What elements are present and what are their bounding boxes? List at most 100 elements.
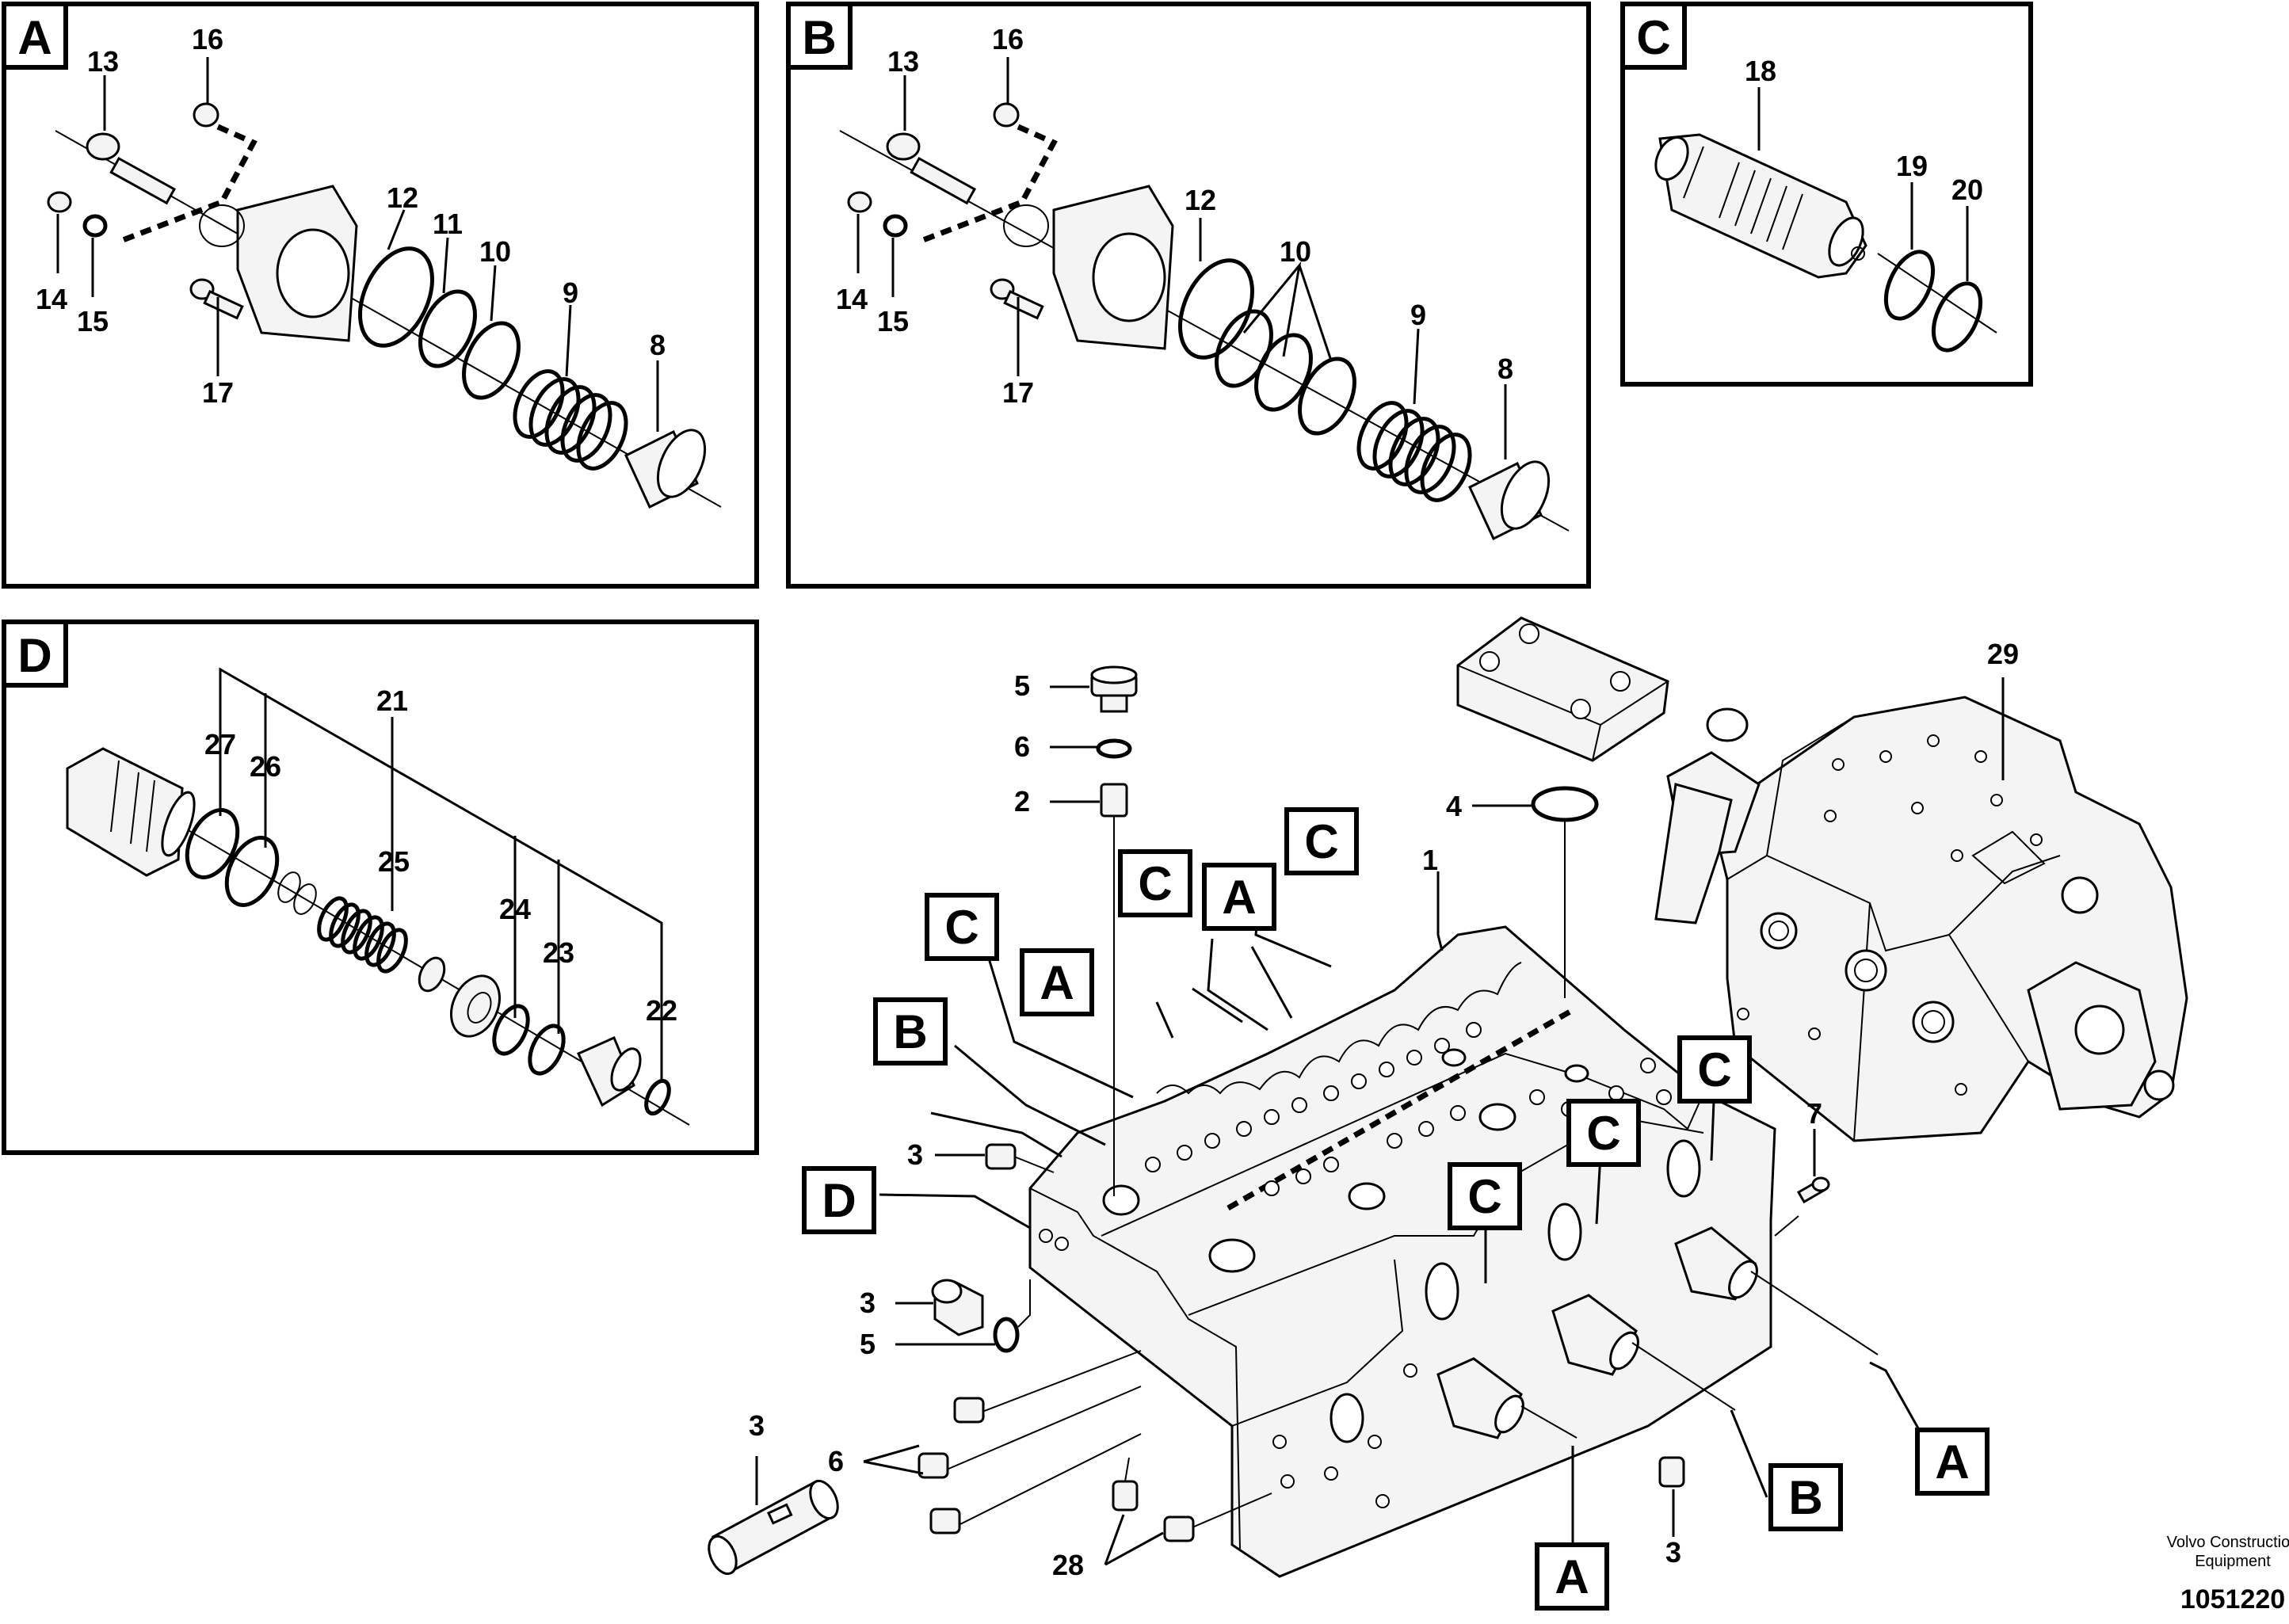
panel-a-frame xyxy=(2,2,759,589)
part-number-label: 20 xyxy=(1951,173,1983,206)
part-number-label: 10 xyxy=(479,235,511,268)
part-number-label: 24 xyxy=(499,893,531,925)
part-number-label: 7 xyxy=(1806,1097,1822,1130)
part-number-label: 3 xyxy=(907,1138,923,1171)
part-number-label: 6 xyxy=(1014,730,1030,763)
part-number-label: 8 xyxy=(1497,353,1513,385)
spring xyxy=(513,369,628,471)
part-number-label: 2 xyxy=(1014,785,1030,818)
callout-box: D xyxy=(802,1166,876,1234)
bolt-head xyxy=(86,132,120,161)
svg-text:A: A xyxy=(1222,871,1256,924)
panel-a: A xyxy=(2,2,759,589)
part-number-label: 14 xyxy=(36,283,67,315)
o-ring xyxy=(418,289,477,368)
svg-text:A: A xyxy=(1555,1550,1589,1603)
part-number-label: 17 xyxy=(1002,376,1034,409)
bolt xyxy=(1796,1176,1830,1204)
svg-text:C: C xyxy=(1697,1043,1731,1096)
part-number-label: 6 xyxy=(828,1445,844,1477)
part-number-label: 27 xyxy=(204,728,236,761)
document-number: 1051220 xyxy=(2180,1584,2285,1614)
panel-c-label: C xyxy=(1636,11,1670,64)
part-number-label: 26 xyxy=(250,750,281,783)
svg-text:C: C xyxy=(1138,857,1172,910)
panel-d-frame xyxy=(2,619,759,1155)
callout-box: C xyxy=(1118,849,1192,917)
svg-text:C: C xyxy=(944,901,979,954)
svg-text:A: A xyxy=(1040,956,1074,1009)
part-number-label: 15 xyxy=(877,305,909,337)
main-valve-assembly: 5 6 2 4 1 29 3 3 5 6 3 28 3 3 7 C C A C xyxy=(708,616,2188,1611)
part-number-label: 9 xyxy=(563,276,578,309)
complete-valve-assembly xyxy=(1654,696,2188,1142)
panel-c-label-box xyxy=(1620,2,1687,70)
svg-text:C: C xyxy=(1304,815,1338,868)
publisher-credit-line2: Equipment xyxy=(2195,1553,2271,1570)
set-screw xyxy=(918,1143,1685,1542)
part-number-label: 17 xyxy=(202,376,234,409)
svg-text:D: D xyxy=(822,1174,856,1227)
panel-c-frame xyxy=(1620,2,2033,387)
panel-b-label: B xyxy=(802,11,836,64)
part-number-label: 10 xyxy=(1280,235,1311,268)
callout-box: A xyxy=(1202,863,1276,931)
callout-box: C xyxy=(925,893,999,961)
svg-text:A: A xyxy=(1935,1435,1969,1489)
sleeve xyxy=(708,1479,839,1576)
part-number-label: 9 xyxy=(1410,299,1426,331)
part-number-label: 11 xyxy=(433,208,463,240)
panel-b-label-box xyxy=(786,2,853,70)
part-number-label: 8 xyxy=(650,329,666,361)
part-number-label: 3 xyxy=(860,1287,876,1319)
part-number-label: 3 xyxy=(1665,1536,1681,1569)
svg-text:C: C xyxy=(1467,1170,1501,1223)
part-number-label: 25 xyxy=(378,845,410,878)
callout-box: B xyxy=(873,997,948,1066)
svg-text:B: B xyxy=(1788,1471,1822,1524)
callout-box: C xyxy=(1448,1162,1522,1230)
callout-box: C xyxy=(1566,1099,1641,1167)
part-number-label: 13 xyxy=(887,45,919,78)
part-number-label: 14 xyxy=(836,283,868,315)
part-number-label: 1 xyxy=(1422,844,1438,876)
panel-c: C 18 19 20 xyxy=(1620,2,2033,387)
part-number-label: 23 xyxy=(543,936,574,969)
part-number-label: 4 xyxy=(1446,790,1462,822)
port-plug xyxy=(1551,1294,1639,1376)
part-number-label: 5 xyxy=(1014,669,1030,702)
part-number-label: 19 xyxy=(1896,150,1928,182)
port-plug xyxy=(1436,1357,1524,1439)
callout-box: B xyxy=(1768,1463,1843,1531)
panel-b: B 13 xyxy=(786,2,1591,589)
part-number-label: 29 xyxy=(1987,638,2019,670)
callout-box: A xyxy=(1020,948,1094,1016)
callout-box: C xyxy=(1677,1035,1752,1104)
bolt-shank xyxy=(109,156,177,205)
callout-box: C xyxy=(1284,807,1359,875)
o-ring xyxy=(1883,250,1936,321)
o-ring xyxy=(1931,281,1983,353)
part-number-label: 22 xyxy=(646,994,677,1027)
panel-d-label: D xyxy=(17,629,52,682)
svg-text:C: C xyxy=(1586,1107,1620,1160)
panel-a-label-box xyxy=(2,2,68,70)
panel-d-label-box xyxy=(2,619,68,688)
panel-d: D xyxy=(2,619,759,1155)
spring xyxy=(317,896,408,974)
o-ring xyxy=(462,321,521,400)
port-plug xyxy=(1674,1226,1758,1301)
svg-text:B: B xyxy=(893,1005,927,1058)
callout-box: A xyxy=(1535,1542,1609,1611)
part-number-label: 21 xyxy=(376,684,408,717)
footer: Volvo Construction Equipment 1051220 xyxy=(2167,1534,2289,1614)
callout-box: A xyxy=(1915,1428,1990,1496)
part-number-label: 15 xyxy=(77,305,109,337)
part-number-label: 12 xyxy=(1185,184,1216,216)
relief-valve-cartridge xyxy=(1654,133,1867,279)
part-number-label: 5 xyxy=(860,1328,876,1360)
valve-plug-assembly xyxy=(66,747,196,877)
part-number-label: 18 xyxy=(1745,55,1776,87)
publisher-credit-line1: Volvo Construction xyxy=(2167,1534,2289,1551)
part-number-label: 13 xyxy=(87,45,119,78)
